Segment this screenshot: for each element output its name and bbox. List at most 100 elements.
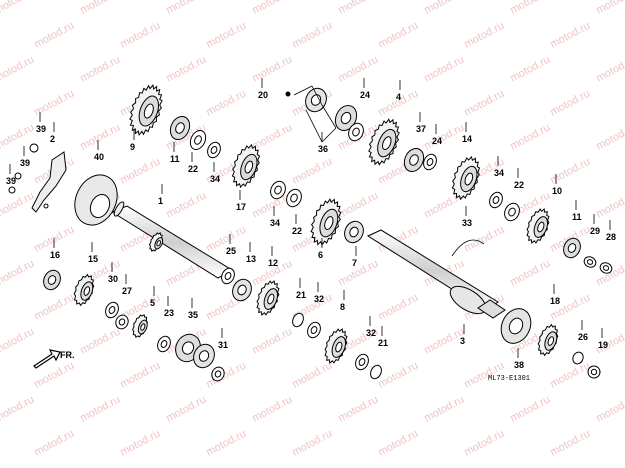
gear-8 [324,328,348,364]
watermark-text: motod.ru [0,54,36,85]
watermark-text: motod.ru [78,326,122,357]
watermark-text: motod.ru [422,394,466,425]
callout-22: 22 [514,180,524,190]
gear-17 [231,143,261,189]
gear-18 [537,323,559,357]
watermark-text: motod.ru [462,88,506,119]
watermark-text: motod.ru [376,360,420,391]
watermark-text: motod.ru [336,190,380,221]
bolt-39a [29,143,39,153]
watermark-text: motod.ru [290,428,334,459]
callout-29: 29 [590,226,600,236]
mainshaft [110,201,233,279]
callout-39: 39 [20,158,30,168]
bearing-35b [193,343,215,369]
circlip-21a [292,312,304,328]
nut-29 [583,256,597,268]
callout-34: 34 [494,168,504,178]
watermark-text: motod.ru [336,394,380,425]
callout-25: 25 [226,246,236,256]
watermark-text: motod.ru [164,0,208,17]
watermark-text: motod.ru [78,54,122,85]
watermark-text: motod.ru [548,88,592,119]
watermark-text: motod.ru [594,122,625,153]
watermark-text: motod.ru [508,394,552,425]
watermark-text: motod.ru [290,360,334,391]
cam-plate [31,151,67,213]
watermark-text: motod.ru [594,190,625,221]
bearing-40 [74,174,118,226]
gear-15 [73,273,95,307]
front-direction-indicator: FR. [33,349,75,369]
watermark-text: motod.ru [462,224,506,255]
callout-21: 21 [296,290,306,300]
watermark-text: motod.ru [250,0,294,17]
watermark-text: motod.ru [0,190,36,221]
watermark-text: motod.ru [164,394,208,425]
watermark-text: motod.ru [250,394,294,425]
callout-17: 17 [236,202,246,212]
callout-13: 13 [246,254,256,264]
gear-1-drive [148,232,164,252]
callout-38: 38 [514,360,524,370]
watermark-text: motod.ru [508,258,552,289]
callout-numbers: 1234567891011111213141516171819202121222… [6,90,616,370]
callout-7: 7 [352,258,357,268]
watermark-text: motod.ru [78,122,122,153]
watermark-text: motod.ru [118,156,162,187]
watermark-text: motod.ru [0,394,36,425]
watermark-text: motod.ru [164,190,208,221]
watermark-text: motod.ru [422,0,466,17]
watermark-text: motod.ru [118,20,162,51]
watermark-text: motod.ru [32,20,76,51]
callout-37: 37 [416,124,426,134]
callout-22: 22 [188,164,198,174]
watermark-text: motod.ru [336,54,380,85]
circlip-34a [207,141,221,159]
callout-34: 34 [210,174,220,184]
callout-14: 14 [462,134,472,144]
watermark-text: motod.ru [290,20,334,51]
arrow-icon [33,349,61,369]
watermark-text: motod.ru [0,258,36,289]
seal-38 [500,308,532,344]
callout-39: 39 [6,176,16,186]
gear-6 [310,198,342,246]
watermark-text: motod.ru [250,122,294,153]
watermark-text: motod.ru [204,428,248,459]
callout-5: 5 [150,298,155,308]
watermark-text: motod.ru [336,0,380,17]
callout-18: 18 [550,296,560,306]
watermark-text: motod.ru [594,54,625,85]
watermark-text: motod.ru [336,258,380,289]
callout-33: 33 [462,218,472,228]
bolt-20 [587,365,601,379]
watermark-text: motod.ru [422,122,466,153]
watermark-text: motod.ru [290,156,334,187]
washer-32b [355,353,369,371]
nut-28 [599,262,613,274]
circlip-34b [270,180,286,200]
callout-34: 34 [270,218,280,228]
spring-33 [451,239,485,257]
watermark-text: motod.ru [422,54,466,85]
watermark-text: motod.ru [0,0,36,17]
callout-39: 39 [36,124,46,134]
callout-24: 24 [360,90,370,100]
bearing-11b [563,237,581,259]
watermark-text: motod.ru [548,20,592,51]
callout-8: 8 [340,302,345,312]
callout-23: 23 [164,308,174,318]
gears-layer [73,84,559,364]
bearing-16 [43,269,61,291]
washer-32a [307,321,321,339]
watermark-text: motod.ru [376,20,420,51]
bushing-7 [344,220,364,244]
washer-24a [348,122,364,142]
bolt-39b [14,172,22,180]
watermark-text: motod.ru [32,428,76,459]
watermark-text: motod.ru [594,258,625,289]
washer-26 [572,351,584,365]
gear-5 [132,313,148,339]
